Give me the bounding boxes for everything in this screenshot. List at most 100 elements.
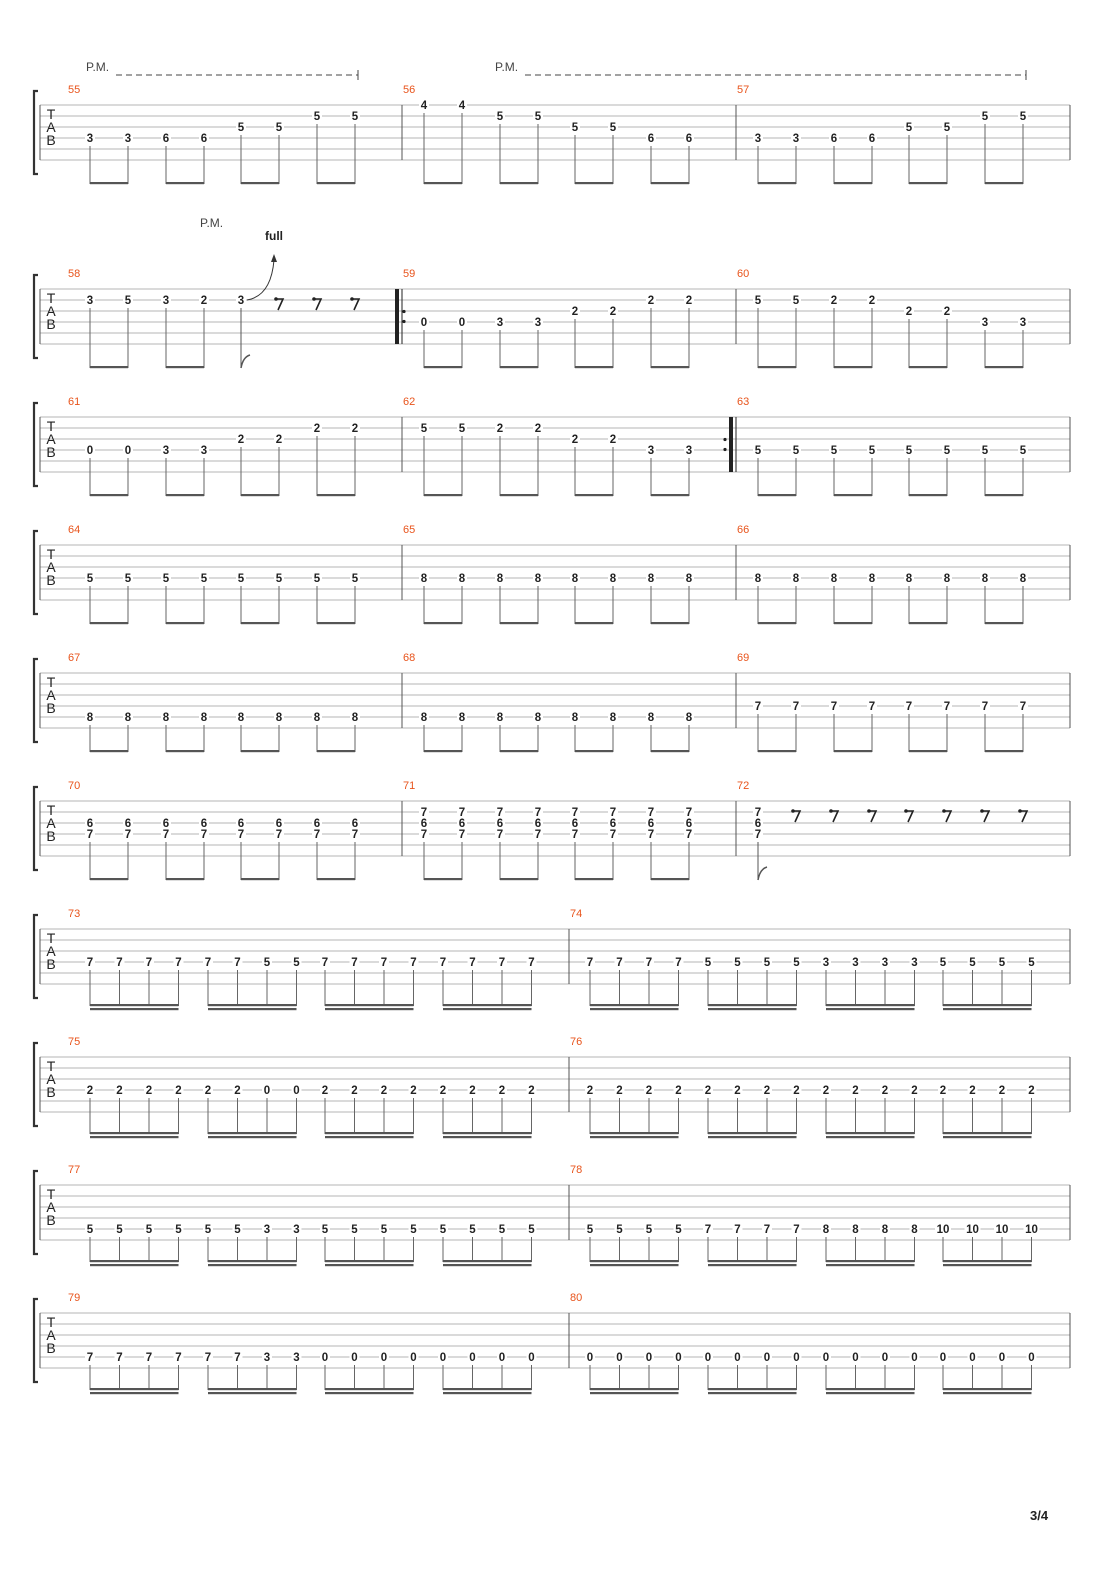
- fret-backdrop: [457, 316, 467, 328]
- fret-number: 5: [276, 122, 283, 134]
- fret-number: 5: [1020, 111, 1027, 123]
- fret-number: 7: [734, 1224, 740, 1236]
- fret-backdrop: [350, 422, 360, 434]
- fret-backdrop: [570, 121, 580, 133]
- fret-number: 5: [535, 111, 542, 123]
- fret-number: 3: [238, 295, 244, 307]
- fret-backdrop: [232, 956, 243, 968]
- beam: [317, 182, 355, 185]
- fret-backdrop: [821, 956, 831, 968]
- fret-backdrop: [997, 1084, 1007, 1096]
- fret-backdrop: [980, 316, 990, 328]
- fret-number: 5: [205, 1224, 212, 1236]
- fret-backdrop: [684, 711, 694, 723]
- fret-number: 7: [116, 957, 122, 969]
- fret-number: 2: [911, 1085, 917, 1097]
- fret-number: 3: [163, 295, 169, 307]
- beam: [424, 750, 462, 753]
- fret-backdrop: [850, 1084, 861, 1096]
- fret-number: 5: [982, 111, 989, 123]
- beam: [208, 1392, 297, 1395]
- beam: [943, 1136, 1032, 1139]
- fret-number: 0: [469, 1352, 475, 1364]
- fret-backdrop: [942, 700, 952, 712]
- fret-number: 7: [125, 829, 131, 841]
- fret-backdrop: [85, 294, 95, 306]
- fret-number: 8: [823, 1224, 830, 1236]
- tab-clef-letter: T: [47, 674, 56, 690]
- fret-backdrop: [199, 444, 209, 456]
- fret-number: 7: [352, 829, 358, 841]
- system-bracket: [32, 1297, 38, 1384]
- fret-backdrop: [762, 1351, 772, 1363]
- beam: [575, 750, 613, 753]
- fret-backdrop: [85, 817, 95, 829]
- beam: [241, 878, 279, 881]
- fret-number: 8: [421, 712, 428, 724]
- fret-number: 7: [497, 829, 503, 841]
- beam: [826, 1132, 915, 1135]
- fret-backdrop: [829, 572, 839, 584]
- fret-backdrop: [232, 1223, 243, 1235]
- fret-backdrop: [646, 132, 656, 144]
- fret-number: 7: [528, 957, 534, 969]
- fret-backdrop: [236, 294, 246, 306]
- fret-backdrop: [262, 1351, 272, 1363]
- fret-backdrop: [497, 1084, 507, 1096]
- fret-number: 2: [322, 1085, 328, 1097]
- fret-backdrop: [673, 1223, 684, 1235]
- beam: [208, 1260, 297, 1263]
- fret-backdrop: [349, 1351, 360, 1363]
- fret-backdrop: [312, 817, 322, 829]
- fret-number: 0: [646, 1352, 652, 1364]
- fret-number: 6: [869, 133, 875, 145]
- fret-backdrop: [85, 1084, 95, 1096]
- fret-number: 2: [616, 1085, 622, 1097]
- fret-backdrop: [570, 817, 580, 829]
- tab-clef-letter: T: [47, 290, 56, 306]
- fret-backdrop: [1018, 444, 1028, 456]
- fret-number: 2: [146, 1085, 152, 1097]
- fret-backdrop: [942, 305, 952, 317]
- fret-backdrop: [829, 700, 839, 712]
- fret-number: 2: [793, 1085, 799, 1097]
- fret-backdrop: [644, 1223, 654, 1235]
- fret-backdrop: [644, 956, 654, 968]
- rest-dot: [312, 297, 316, 301]
- fret-backdrop: [274, 828, 284, 840]
- system-bracket: [32, 401, 38, 488]
- beam: [758, 182, 796, 185]
- tab-clef-letter: B: [46, 572, 55, 588]
- beam: [826, 1008, 915, 1011]
- fret-backdrop: [85, 444, 95, 456]
- fret-backdrop: [753, 132, 763, 144]
- fret-number: 0: [264, 1085, 270, 1097]
- beam: [443, 1004, 532, 1007]
- beam: [325, 1264, 414, 1267]
- fret-backdrop: [829, 444, 839, 456]
- beam: [590, 1136, 679, 1139]
- tab-clef-letter: B: [46, 956, 55, 972]
- fret-number: 0: [969, 1352, 975, 1364]
- measure-number: 65: [403, 524, 415, 536]
- note-flag: [757, 866, 768, 881]
- fret-backdrop: [614, 956, 625, 968]
- fret-backdrop: [438, 1084, 448, 1096]
- fret-backdrop: [457, 817, 467, 829]
- beam: [325, 1388, 414, 1391]
- beam: [90, 1004, 179, 1007]
- fret-number: 7: [616, 957, 622, 969]
- fret-number: 5: [616, 1224, 623, 1236]
- fret-backdrop: [379, 956, 389, 968]
- fret-number: 7: [146, 957, 152, 969]
- fret-backdrop: [85, 572, 95, 584]
- fret-number: 0: [459, 317, 465, 329]
- beam: [834, 366, 872, 369]
- fret-number: 6: [831, 133, 837, 145]
- fret-backdrop: [533, 422, 543, 434]
- fret-backdrop: [533, 316, 543, 328]
- beam: [590, 1388, 679, 1391]
- fret-number: 5: [587, 1224, 594, 1236]
- fret-backdrop: [570, 305, 580, 317]
